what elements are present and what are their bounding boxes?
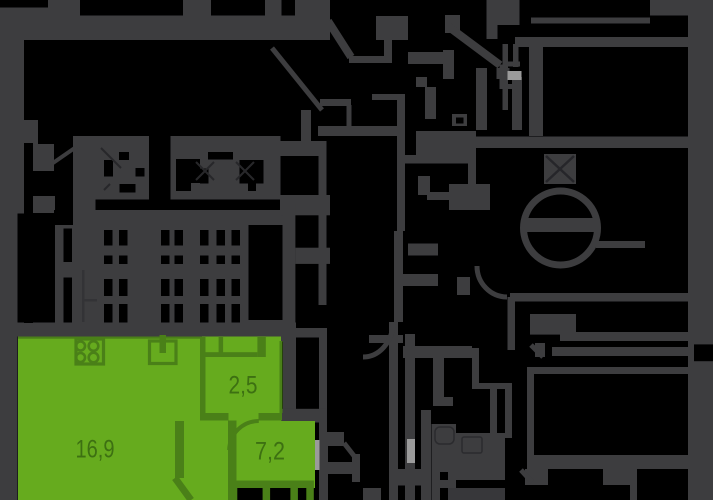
svg-text:2,5: 2,5 [229, 372, 258, 400]
svg-text:7,2: 7,2 [255, 438, 285, 466]
svg-text:16,9: 16,9 [76, 436, 115, 464]
